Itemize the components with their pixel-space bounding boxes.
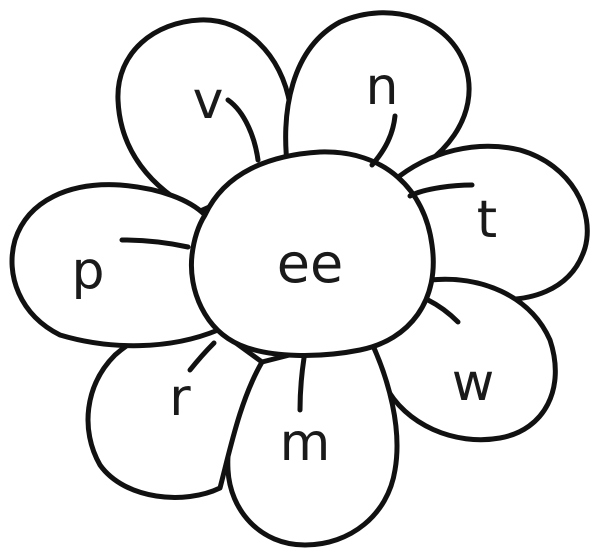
petal-p [12, 185, 218, 346]
petal-letter-r: r [169, 368, 191, 428]
center-letters: ee [277, 232, 343, 295]
petal-letter-t: t [477, 190, 497, 250]
petal-letter-m: m [280, 413, 331, 473]
petal-letter-v: v [193, 71, 224, 131]
petal-letter-w: w [452, 353, 495, 413]
petal-letter-p: p [71, 241, 104, 301]
petal-letter-n: n [366, 57, 399, 117]
